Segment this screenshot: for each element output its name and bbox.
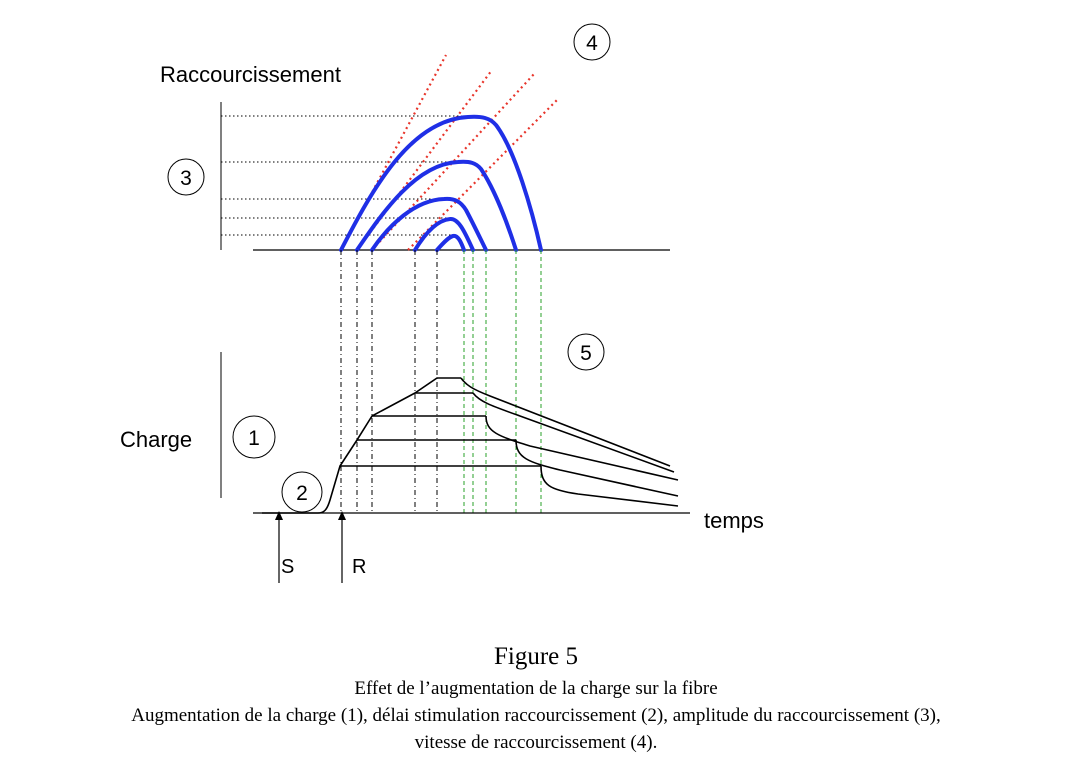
time-axis-label: temps [704, 508, 764, 533]
stimulus-label: S [281, 556, 294, 578]
velocity-line-2 [356, 69, 493, 251]
green-guide-lines [463, 250, 542, 513]
load-decay-3 [485, 415, 679, 481]
load-rise-envelope [262, 377, 461, 514]
amplitude-level-lines [221, 115, 476, 236]
marker-5: 5 [567, 333, 605, 371]
shortening-curve-4 [413, 217, 475, 252]
load-decay-2 [515, 439, 679, 497]
marker-2-text: 2 [296, 482, 308, 505]
shortening-axis-label: Raccourcissement [160, 62, 341, 87]
response-arrow [338, 511, 346, 583]
marker-5-text: 5 [580, 342, 592, 365]
shortening-curve-5 [435, 233, 466, 252]
marker-2: 2 [281, 471, 323, 513]
response-label: R [352, 556, 366, 578]
load-axis-label: Charge [120, 427, 192, 452]
load-curves [262, 377, 679, 514]
shortening-curve-1 [339, 114, 543, 252]
stimulus-arrow [275, 511, 283, 583]
figure-title: Figure 5 [493, 643, 579, 670]
shortening-curve-2 [355, 159, 518, 252]
marker-4-text: 4 [586, 32, 598, 55]
figure-caption-line-2: Augmentation de la charge (1), délai sti… [131, 705, 941, 726]
black-guide-lines [340, 250, 438, 513]
figure-caption-line-1: Effet de l’augmentation de la charge sur… [354, 678, 718, 699]
marker-4: 4 [573, 23, 611, 61]
load-decay-4 [472, 392, 675, 473]
figure-caption-line-3: vitesse de raccourcissement (4). [414, 732, 658, 753]
load-decay-5 [460, 377, 671, 467]
shortening-curves [339, 114, 543, 252]
marker-3: 3 [167, 158, 205, 196]
load-decay-1 [540, 465, 679, 507]
velocity-line-1 [340, 54, 447, 251]
marker-3-text: 3 [180, 167, 192, 190]
marker-1-text: 1 [248, 427, 260, 450]
marker-1: 1 [232, 415, 276, 459]
shortening-curve-3 [370, 196, 488, 252]
shortening-load-diagram: Raccourcissement [120, 23, 764, 583]
